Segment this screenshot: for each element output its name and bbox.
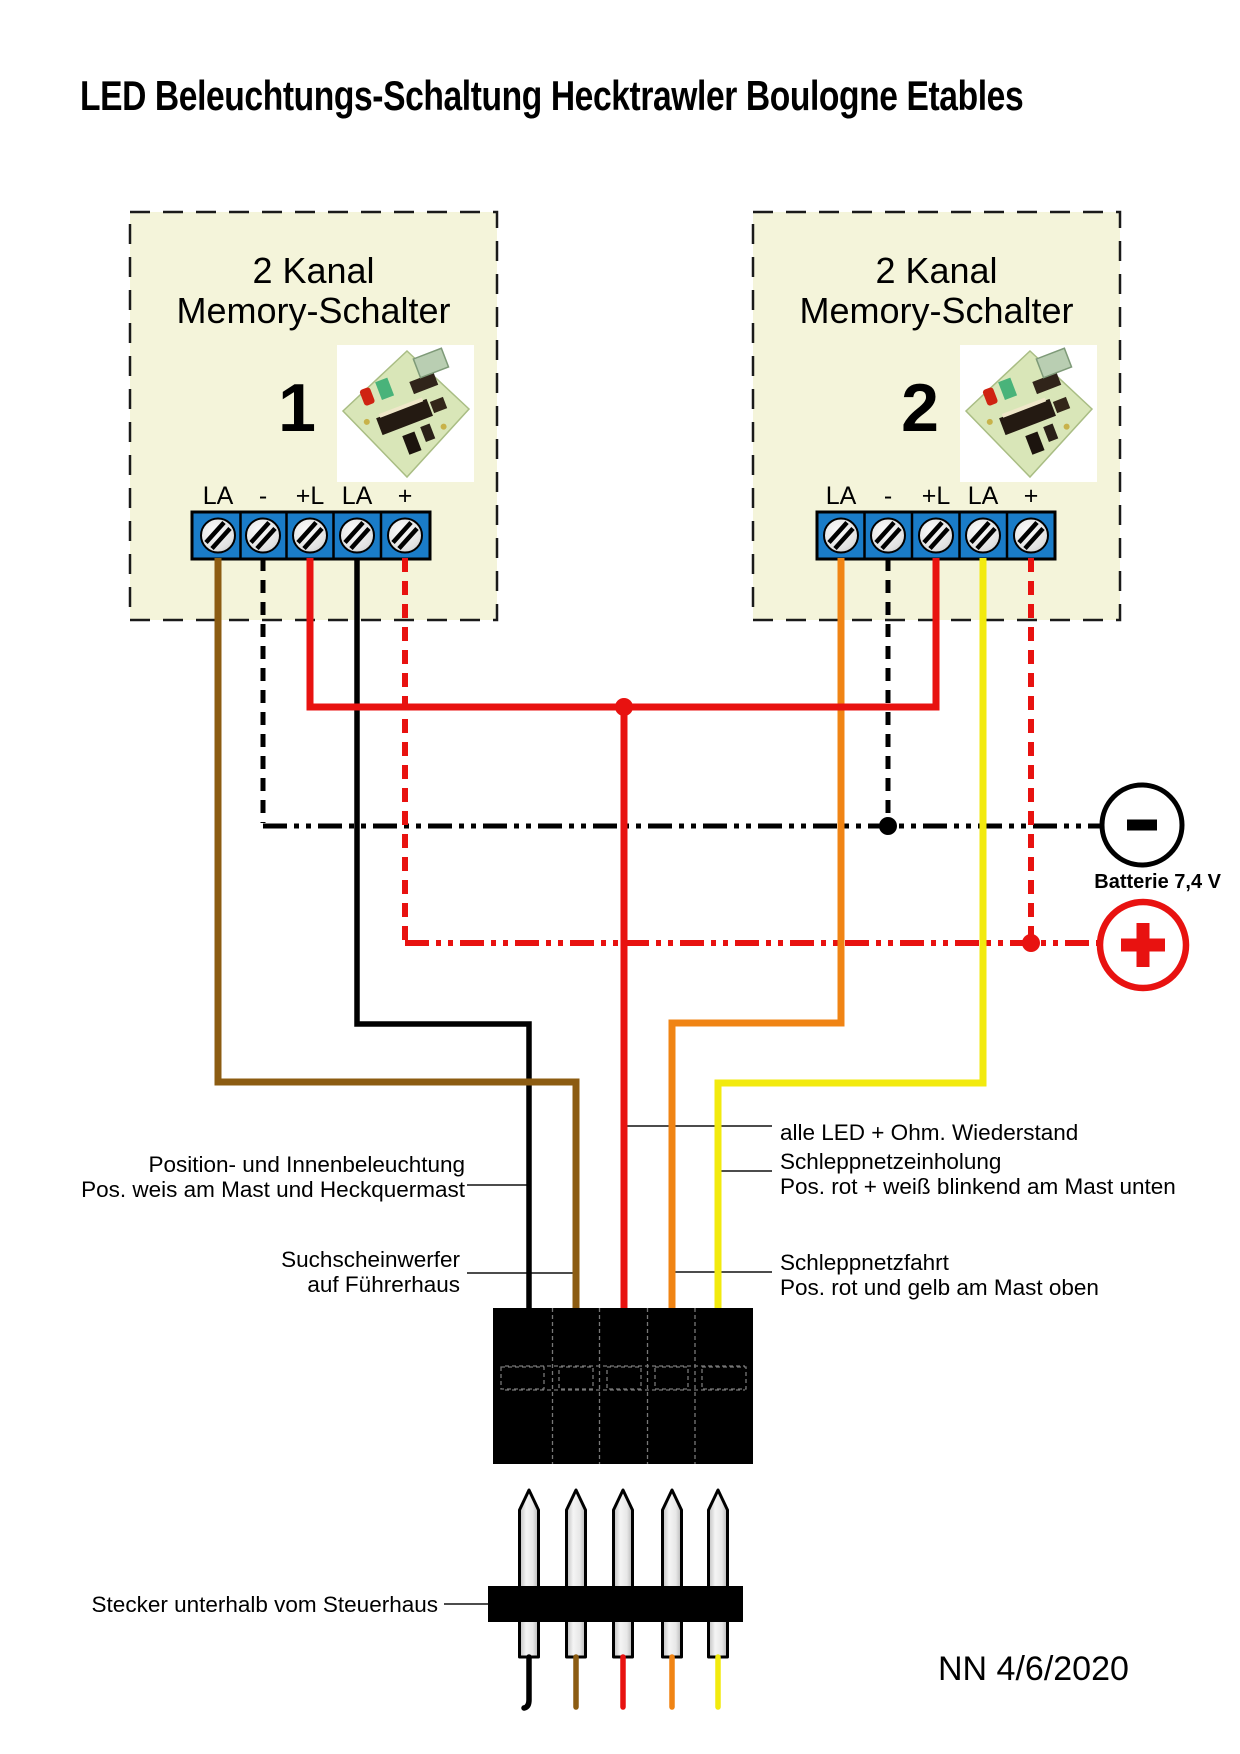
module2-header-line2: Memory-Schalter — [799, 290, 1074, 331]
terminal-block-2 — [815, 510, 1057, 561]
annotation-line: Pos. rot + weiß blinkend am Mast unten — [780, 1174, 1176, 1199]
wire-stubs — [521, 1654, 721, 1711]
annotation-line: Schleppnetzeinholung — [780, 1149, 1002, 1174]
pcb-photo-1 — [336, 344, 475, 483]
leader-lines — [444, 1125, 772, 1605]
annotation-line: Pos. weis am Mast und Heckquermast — [81, 1177, 465, 1202]
plus-icon — [1121, 923, 1165, 967]
terminal-label-plus: + — [1023, 482, 1039, 510]
pin-3 — [612, 1488, 634, 1659]
battery-label: Batterie 7,4 V — [1094, 871, 1221, 893]
screw-icon — [201, 519, 235, 553]
page-title: LED Beleuchtungs-Schaltung Hecktrawler B… — [80, 72, 1024, 119]
screw-icon — [966, 519, 1000, 553]
screw-icon — [388, 519, 422, 553]
terminal-label-plus-l: +L — [921, 482, 951, 510]
stub-black — [521, 1654, 532, 1711]
pcb-photo-2 — [959, 344, 1098, 483]
annotation-line: Suchscheinwerfer — [281, 1247, 460, 1272]
module1-header-line1: 2 Kanal — [252, 250, 375, 291]
battery-minus-terminal — [1099, 782, 1185, 868]
pin-header-bar — [488, 1586, 743, 1622]
screw-icon — [1014, 519, 1048, 553]
terminal-block-1 — [190, 510, 432, 561]
annotation-line: Schleppnetzfahrt — [780, 1250, 949, 1275]
annotation-suchscheinwerfer: Suchscheinwerfer auf Führerhaus — [281, 1247, 460, 1297]
annotation-schleppnetzfahrt: Schleppnetzfahrt Pos. rot und gelb am Ma… — [780, 1250, 1099, 1300]
terminal-label-la: LA — [825, 482, 857, 510]
module2-header: 2 Kanal Memory-Schalter — [753, 251, 1120, 331]
screw-icon — [824, 519, 858, 553]
screw-icon — [293, 519, 327, 553]
annotation-line: Position- und Innenbeleuchtung — [148, 1152, 466, 1177]
screw-icon — [340, 519, 374, 553]
annotation-stecker: Stecker unterhalb vom Steuerhaus — [91, 1592, 438, 1617]
annotation-schleppnetzeinholung: Schleppnetzeinholung Pos. rot + weiß bli… — [780, 1149, 1176, 1199]
wire-module2-la1-orange — [668, 558, 845, 1309]
pin-2 — [565, 1488, 587, 1659]
module1-header-line2: Memory-Schalter — [176, 290, 451, 331]
module2-header-line1: 2 Kanal — [875, 250, 998, 291]
battery-plus-terminal — [1096, 898, 1190, 992]
terminal-label-plus-l: +L — [295, 482, 325, 510]
terminal-label-la: LA — [202, 482, 234, 510]
plug-pins — [518, 1488, 729, 1659]
connector-block — [493, 1308, 753, 1464]
module2-number: 2 — [901, 370, 939, 446]
terminal-label-minus: - — [883, 482, 893, 510]
terminal-label-minus: - — [258, 482, 268, 510]
screw-icon — [871, 519, 905, 553]
junction-dot-minus — [879, 817, 897, 835]
terminal-label-la2: LA — [967, 482, 999, 510]
date-signature: NN 4/6/2020 — [938, 1650, 1129, 1688]
minus-icon — [1127, 819, 1157, 831]
module1-header: 2 Kanal Memory-Schalter — [130, 251, 497, 331]
wire-module2-la2-yellow — [714, 558, 987, 1309]
screw-icon — [919, 519, 953, 553]
wire-module1-la2-black — [354, 558, 532, 1309]
annotation-line: auf Führerhaus — [307, 1272, 460, 1297]
annotation-line: Pos. rot und gelb am Mast oben — [780, 1275, 1099, 1300]
annotation-all-led: alle LED + Ohm. Wiederstand — [780, 1120, 1079, 1145]
terminal-label-plus: + — [397, 482, 413, 510]
pin-5 — [707, 1488, 729, 1659]
screw-icon — [246, 519, 280, 553]
pin-1 — [518, 1488, 540, 1659]
junction-dot-red-led — [615, 698, 633, 716]
module1-number: 1 — [278, 370, 316, 446]
pin-4 — [661, 1488, 683, 1659]
wire-module1-la1-brown — [214, 558, 580, 1309]
annotation-position: Position- und Innenbeleuchtung Pos. weis… — [81, 1152, 465, 1202]
terminal-label-la2: LA — [341, 482, 373, 510]
junction-dot-plus — [1022, 934, 1040, 952]
